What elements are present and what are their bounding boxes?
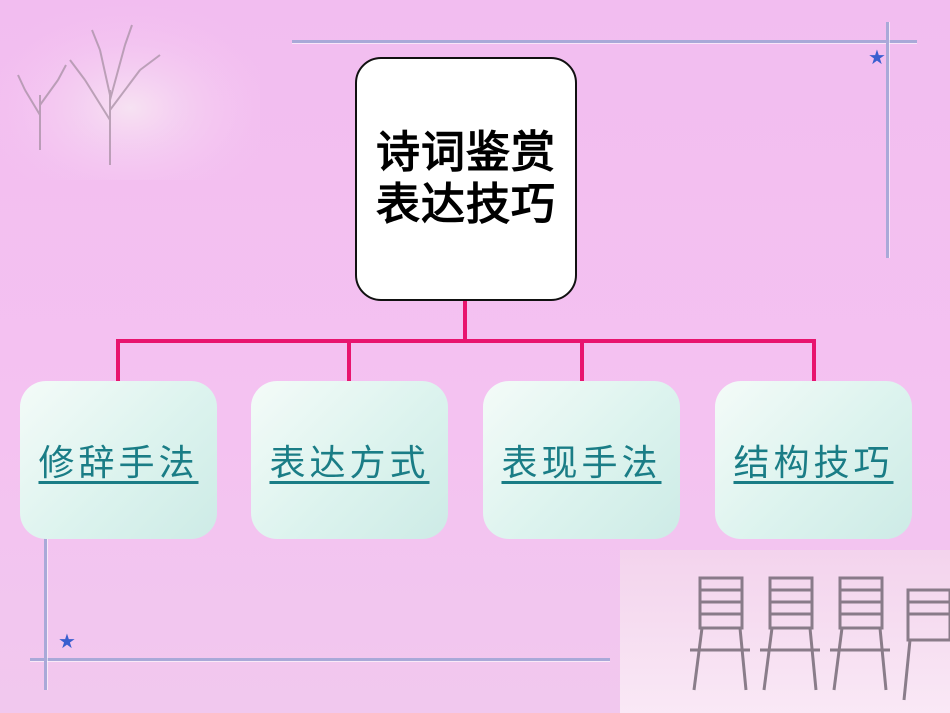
chairs-illustration — [620, 550, 950, 713]
frame-line-bottom — [30, 658, 610, 661]
child-node-expression[interactable]: 表达方式 — [251, 381, 448, 539]
connector-drop-4 — [812, 339, 816, 383]
tree-illustration — [0, 0, 260, 180]
frame-line-left — [44, 500, 47, 690]
child-node-rhetoric[interactable]: 修辞手法 — [20, 381, 217, 539]
root-node: 诗词鉴赏 表达技巧 — [355, 57, 577, 301]
connector-drop-2 — [347, 339, 351, 383]
child-node-technique[interactable]: 表现手法 — [483, 381, 680, 539]
structure-link[interactable]: 结构技巧 — [733, 443, 894, 484]
connector-trunk — [463, 301, 467, 341]
connector-drop-1 — [116, 339, 120, 383]
connector-drop-3 — [580, 339, 584, 383]
frame-line-top — [292, 40, 917, 43]
root-title-line2: 表达技巧 — [376, 179, 556, 230]
technique-link[interactable]: 表现手法 — [501, 443, 662, 484]
child-node-structure[interactable]: 结构技巧 — [715, 381, 912, 539]
root-title-line1: 诗词鉴赏 — [376, 127, 556, 178]
expression-link[interactable]: 表达方式 — [269, 443, 430, 484]
rhetoric-link[interactable]: 修辞手法 — [38, 443, 199, 484]
star-icon: ★ — [868, 45, 886, 69]
connector-bar — [116, 339, 816, 343]
frame-line-right — [886, 22, 889, 258]
star-icon: ★ — [58, 629, 76, 653]
